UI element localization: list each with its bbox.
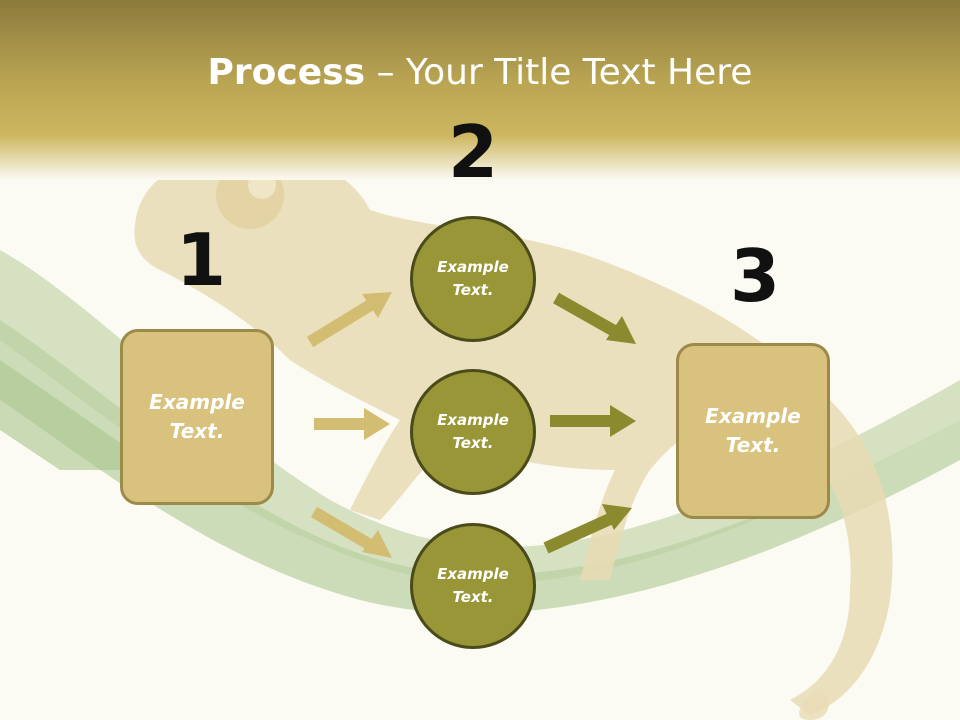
page-title: Process – Your Title Text Here [0,52,960,93]
arrow-left-middle [314,408,390,440]
circle-bottom-line-1: Example [437,565,509,583]
title-rest: – Your Title Text Here [365,52,753,93]
circle-middle-line-1: Example [437,411,509,429]
circle-node-bottom: Example Text. [410,523,536,649]
circle-top-line-1: Example [437,258,509,276]
left-box-line-1: Example [149,390,245,414]
arrow-right-middle [550,405,636,437]
right-box-line-2: Text. [725,433,781,457]
circle-middle-line-2: Text. [452,434,494,452]
circle-node-middle: Example Text. [410,369,536,495]
circle-top-line-2: Text. [452,281,494,299]
step-number-1: 1 [176,218,227,302]
right-box-line-1: Example [705,404,801,428]
arrow-right-lower [543,504,632,554]
left-box-line-2: Text. [169,419,225,443]
step-number-3: 3 [730,234,781,318]
right-step-box: Example Text. [676,343,830,519]
arrow-right-upper [553,292,636,344]
left-step-box: Example Text. [120,329,274,505]
step-number-2: 2 [448,110,499,194]
title-bold: Process [207,52,366,93]
circle-bottom-line-2: Text. [452,588,494,606]
circle-node-top: Example Text. [410,216,536,342]
arrow-left-lower [310,506,392,558]
arrow-left-upper [306,292,392,348]
